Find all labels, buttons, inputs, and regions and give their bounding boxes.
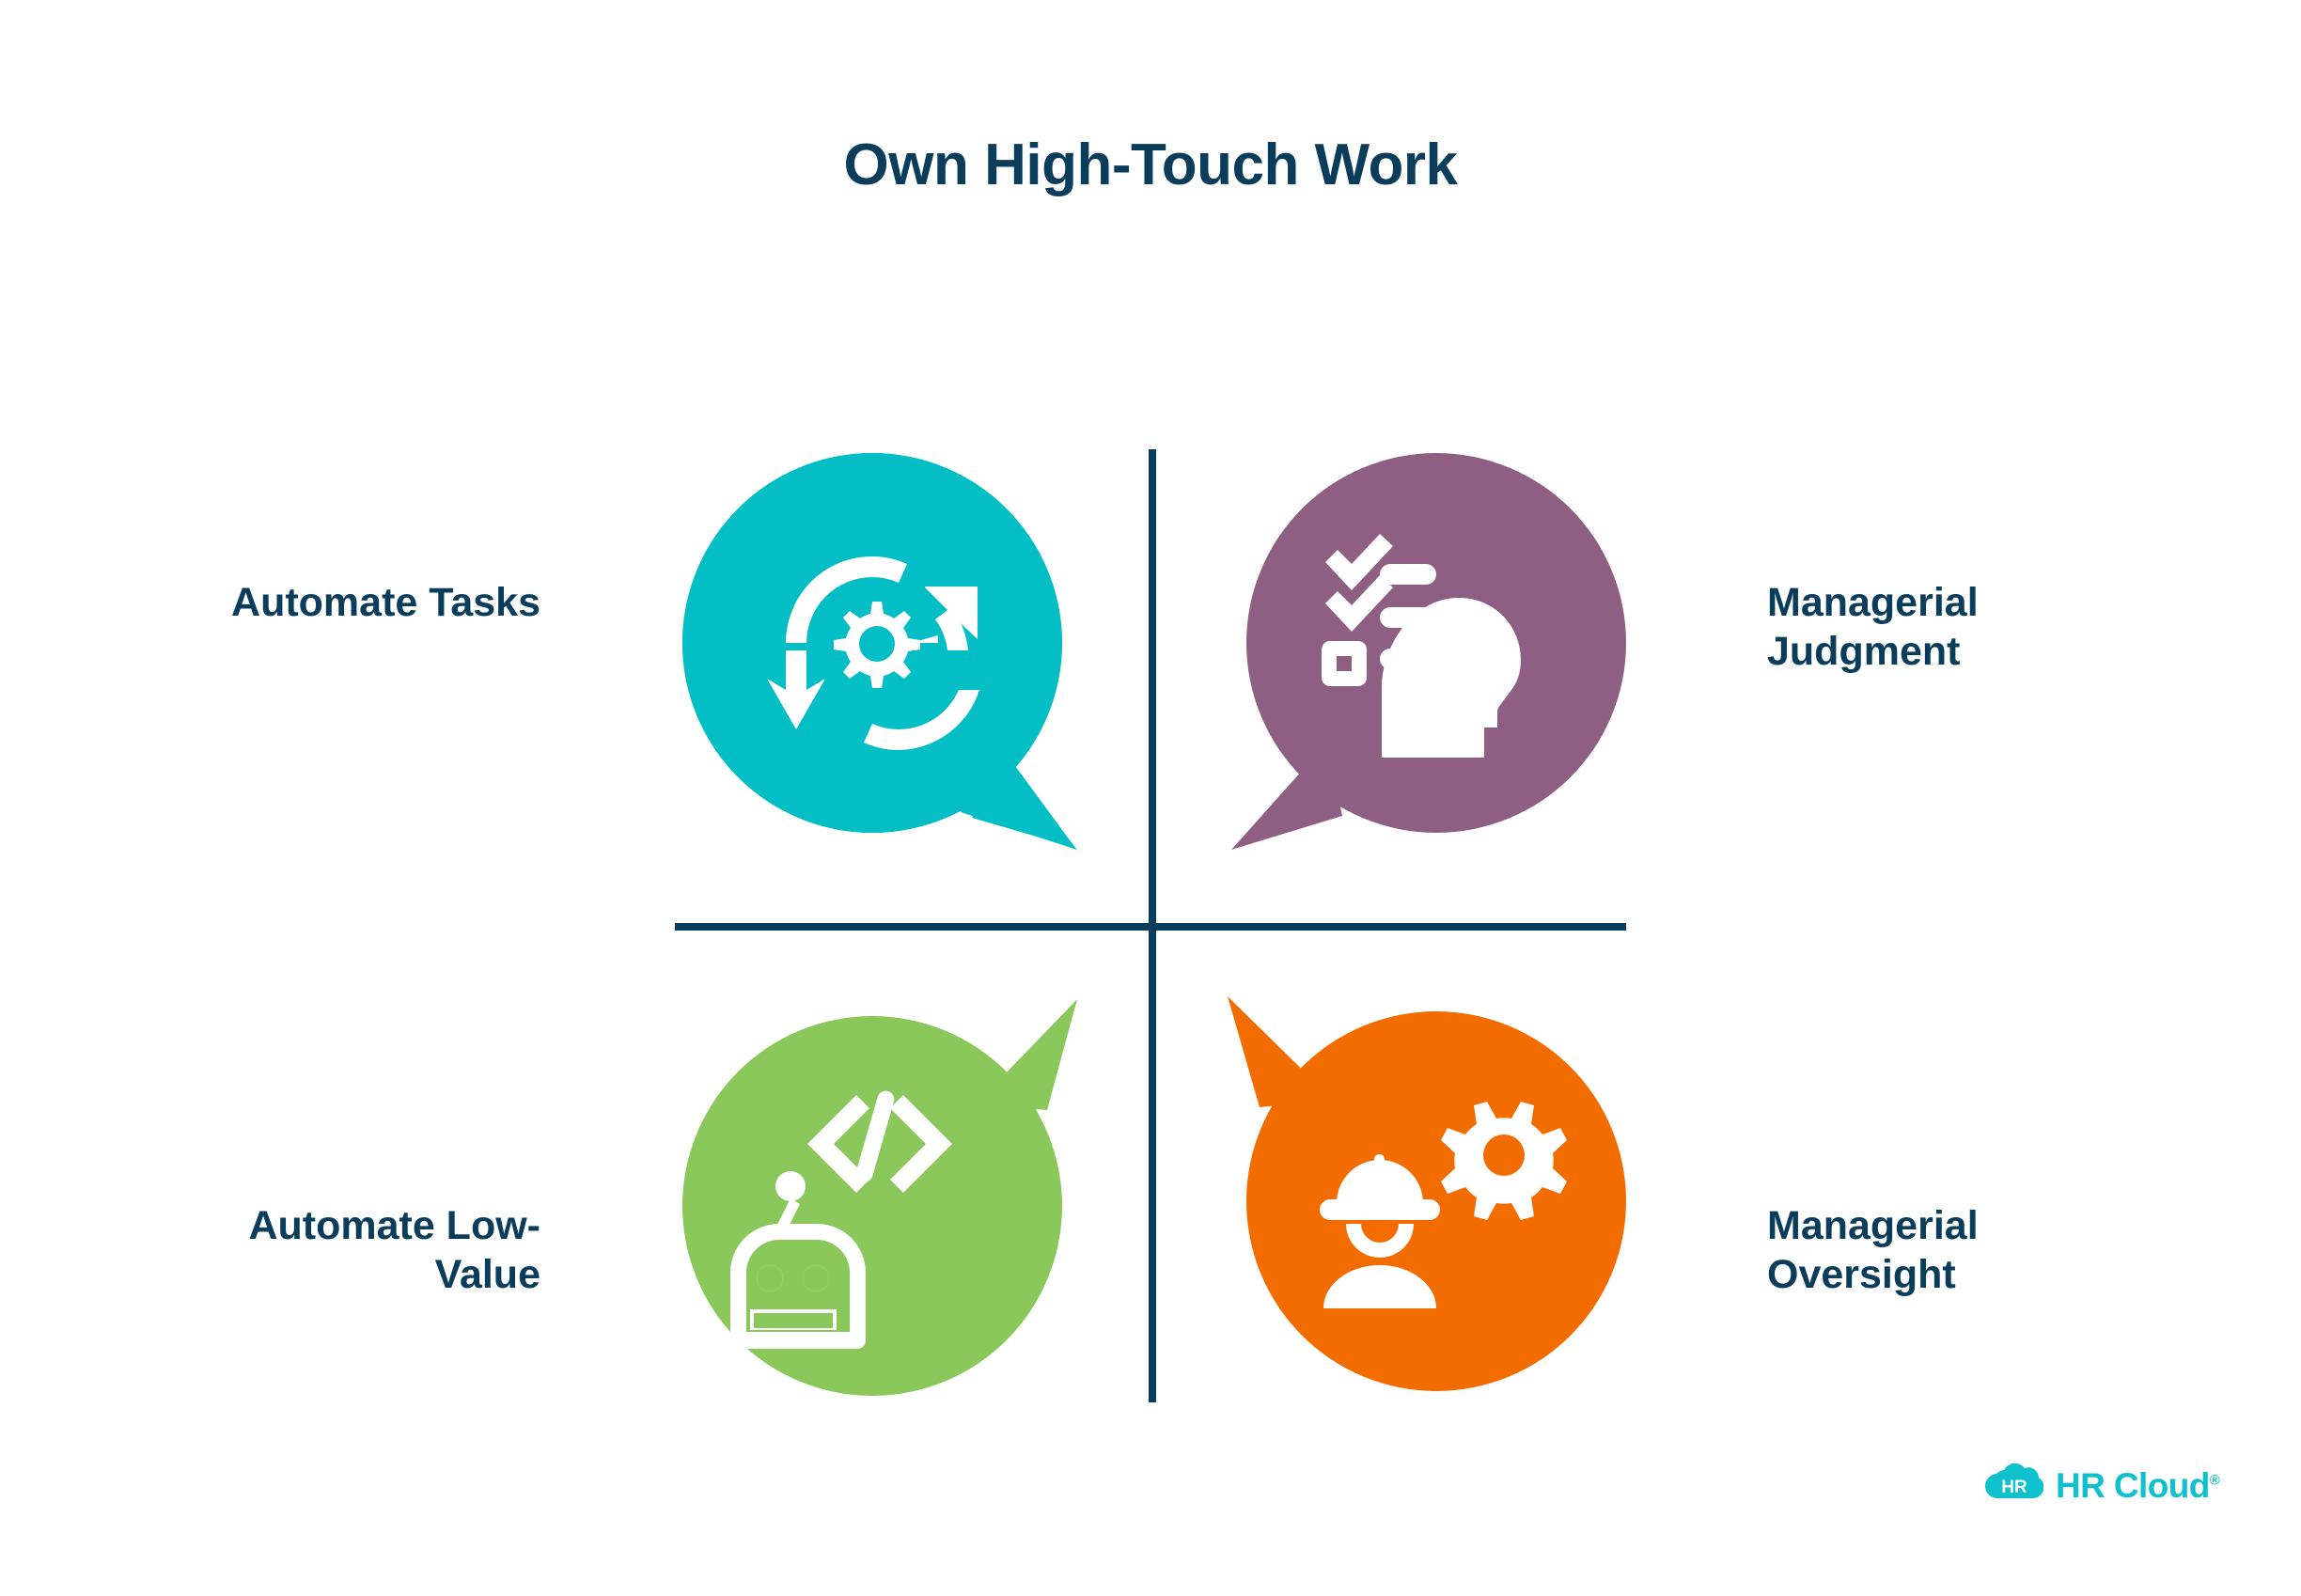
svg-text:HR: HR bbox=[2001, 1478, 2027, 1497]
quadrant-label-automate-low-value: Automate Low- Value bbox=[113, 1201, 540, 1300]
bubble-managerial-judgment bbox=[1222, 444, 1636, 857]
label-line: Automate Tasks bbox=[231, 580, 540, 625]
label-line: Judgment bbox=[1767, 629, 1961, 675]
head-checklist-icon bbox=[1322, 534, 1521, 758]
robot-code-icon bbox=[730, 1090, 952, 1349]
registered-trademark-mark: ® bbox=[2209, 1472, 2220, 1489]
hr-cloud-mark-icon: HR bbox=[1985, 1463, 2043, 1499]
logo-wordmark-text: HR Cloud bbox=[2056, 1466, 2210, 1505]
hr-cloud-wordmark: HR Cloud® bbox=[2056, 1466, 2220, 1506]
quadrant-label-automate-tasks: Automate Tasks bbox=[113, 578, 540, 627]
label-line: Managerial bbox=[1767, 1203, 1979, 1248]
quadrant-horizontal-axis bbox=[675, 923, 1626, 931]
speech-bubble-shape bbox=[1228, 996, 1626, 1391]
label-line: Value bbox=[434, 1252, 540, 1298]
page-title: Own High-Touch Work bbox=[843, 133, 1458, 197]
gear-refresh-cycle-icon bbox=[767, 555, 979, 750]
label-line: Oversight bbox=[1767, 1252, 1956, 1298]
label-line: Automate Low- bbox=[248, 1203, 540, 1248]
quadrant-label-managerial-oversight: Managerial Oversight bbox=[1767, 1201, 2195, 1300]
quadrant-label-managerial-judgment: Managerial Judgment bbox=[1767, 578, 2195, 677]
label-line: Managerial bbox=[1767, 580, 1979, 625]
hardhat-worker-gear-icon bbox=[1320, 1102, 1567, 1308]
bubble-automate-tasks bbox=[673, 444, 1087, 857]
bubble-managerial-oversight bbox=[1222, 985, 1636, 1399]
hr-cloud-logo[interactable]: HR HR Cloud® bbox=[1985, 1463, 2220, 1510]
bubble-automate-low-value bbox=[673, 992, 1087, 1405]
